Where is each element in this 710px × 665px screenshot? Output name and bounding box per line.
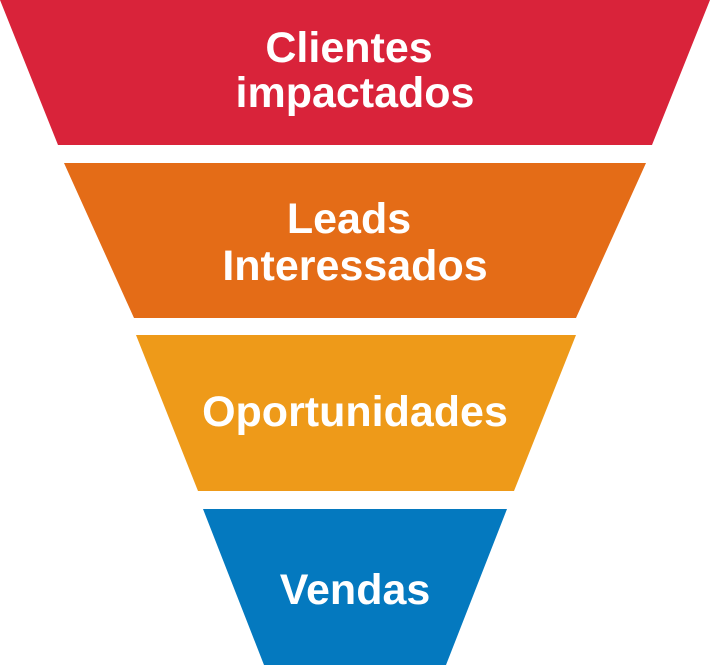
funnel-stage-2-band bbox=[64, 163, 646, 318]
funnel-stage-2-line-1: Leads bbox=[287, 195, 411, 243]
funnel-stage-3-line-1: Oportunidades bbox=[202, 388, 508, 436]
funnel-stage-1-band bbox=[0, 0, 710, 145]
funnel-stage-2-line-2: Interessados bbox=[222, 242, 487, 290]
funnel-stage-3-band bbox=[136, 335, 576, 491]
funnel-stage-leads-interessados: Leads Interessados bbox=[64, 163, 646, 318]
funnel-stage-oportunidades: Oportunidades bbox=[136, 335, 576, 491]
funnel-stage-4-label: Vendas bbox=[280, 566, 431, 614]
funnel-stage-1-line-2: impactados bbox=[236, 69, 475, 117]
funnel-stage-4-band bbox=[203, 509, 507, 665]
funnel-stage-1-label: Clientes impactados bbox=[236, 24, 475, 117]
funnel-stage-4-line-1: Vendas bbox=[280, 566, 431, 614]
funnel-stage-3-label: Oportunidades bbox=[202, 388, 508, 436]
funnel-stage-2-label: Leads Interessados bbox=[222, 195, 487, 290]
funnel-stage-clientes-impactados: Clientes impactados bbox=[0, 0, 710, 145]
funnel-stage-1-line-1: Clientes bbox=[265, 24, 432, 72]
funnel-stage-vendas: Vendas bbox=[203, 509, 507, 665]
